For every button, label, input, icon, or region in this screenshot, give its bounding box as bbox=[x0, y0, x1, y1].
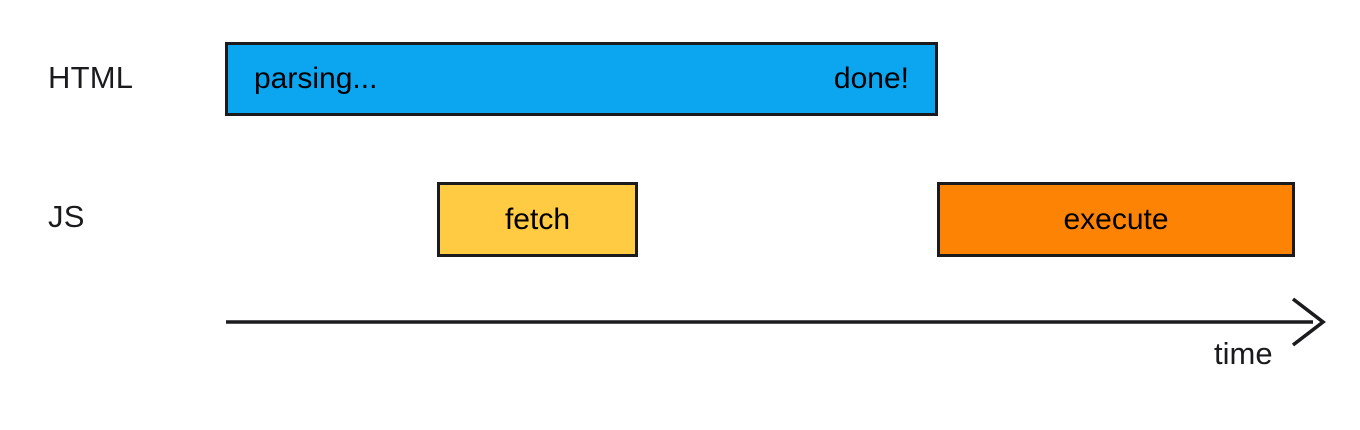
row-label-html: HTML bbox=[48, 60, 134, 95]
time-axis-label: time bbox=[1214, 336, 1273, 371]
timeline-block-js-execute: execute bbox=[937, 182, 1295, 257]
row-label-js: JS bbox=[48, 199, 85, 234]
block-label-done: done! bbox=[833, 62, 909, 95]
block-label-parsing: parsing... bbox=[254, 62, 378, 95]
timeline-block-html-parsing: parsing... done! bbox=[225, 42, 938, 116]
block-label-fetch: fetch bbox=[504, 202, 571, 236]
block-label-execute: execute bbox=[1063, 202, 1169, 236]
time-axis-arrow-icon bbox=[226, 297, 1326, 347]
timeline-block-js-fetch: fetch bbox=[437, 182, 638, 257]
